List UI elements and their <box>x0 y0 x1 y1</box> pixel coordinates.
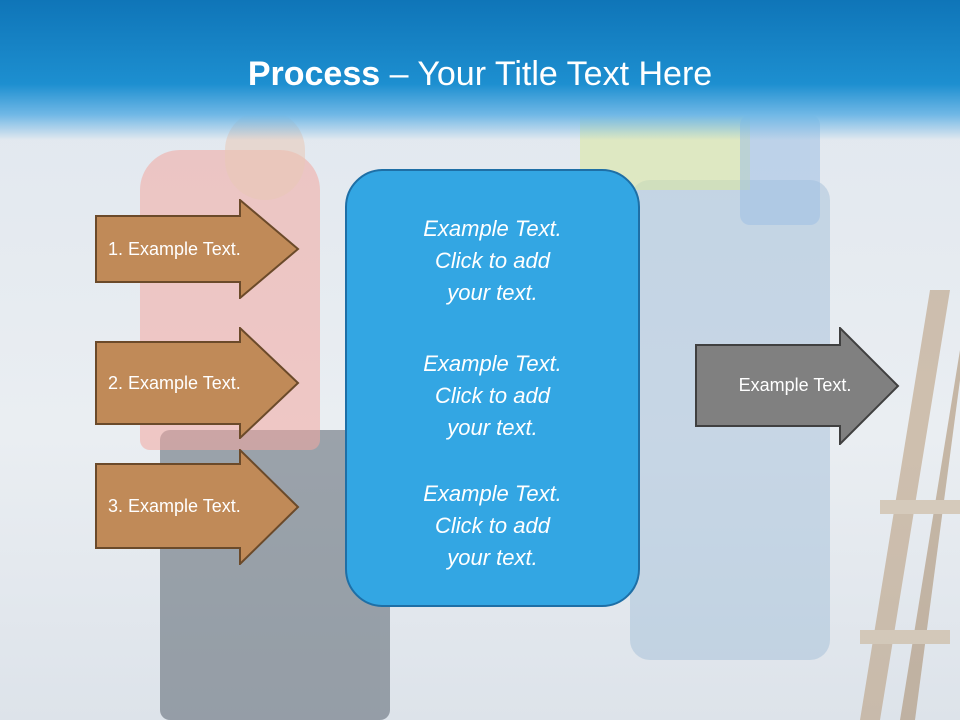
block-line: your text. <box>447 280 538 305</box>
block-line: Example Text. <box>423 481 562 506</box>
arrow-shape-icon <box>95 449 300 565</box>
center-text-block: Example Text. Click to add your text. <box>347 213 638 309</box>
right-arrow-label: Example Text. <box>738 375 852 395</box>
arrow-shape-icon <box>95 199 300 299</box>
block-line: Example Text. <box>423 351 562 376</box>
title-bold: Process <box>247 55 381 93</box>
center-text-box[interactable]: Example Text. Click to add your text. Ex… <box>345 169 640 607</box>
ladder-image <box>860 290 960 720</box>
arrow-shape-icon <box>95 327 300 439</box>
block-line: Click to add <box>435 383 550 408</box>
header-bar <box>0 0 960 140</box>
left-arrow-label: 2. Example Text. <box>108 372 241 393</box>
block-line: your text. <box>447 545 538 570</box>
block-line: Click to add <box>435 513 550 538</box>
block-line: Example Text. <box>423 216 562 241</box>
center-text-block: Example Text. Click to add your text. <box>347 478 638 574</box>
left-arrow-2[interactable]: 2. Example Text. <box>95 327 300 439</box>
title-rest: – Your Title Text Here <box>380 55 713 93</box>
right-arrow[interactable]: Example Text. <box>695 327 900 445</box>
block-line: your text. <box>447 415 538 440</box>
left-arrow-1[interactable]: 1. Example Text. <box>95 199 300 299</box>
center-text-block: Example Text. Click to add your text. <box>347 348 638 444</box>
arrow-shape-icon <box>695 327 900 445</box>
left-arrow-label: 1. Example Text. <box>108 238 241 259</box>
left-arrow-3[interactable]: 3. Example Text. <box>95 449 300 565</box>
block-line: Click to add <box>435 248 550 273</box>
left-arrow-label: 3. Example Text. <box>108 495 241 516</box>
slide-title[interactable]: Process – Your Title Text Here <box>0 55 960 94</box>
